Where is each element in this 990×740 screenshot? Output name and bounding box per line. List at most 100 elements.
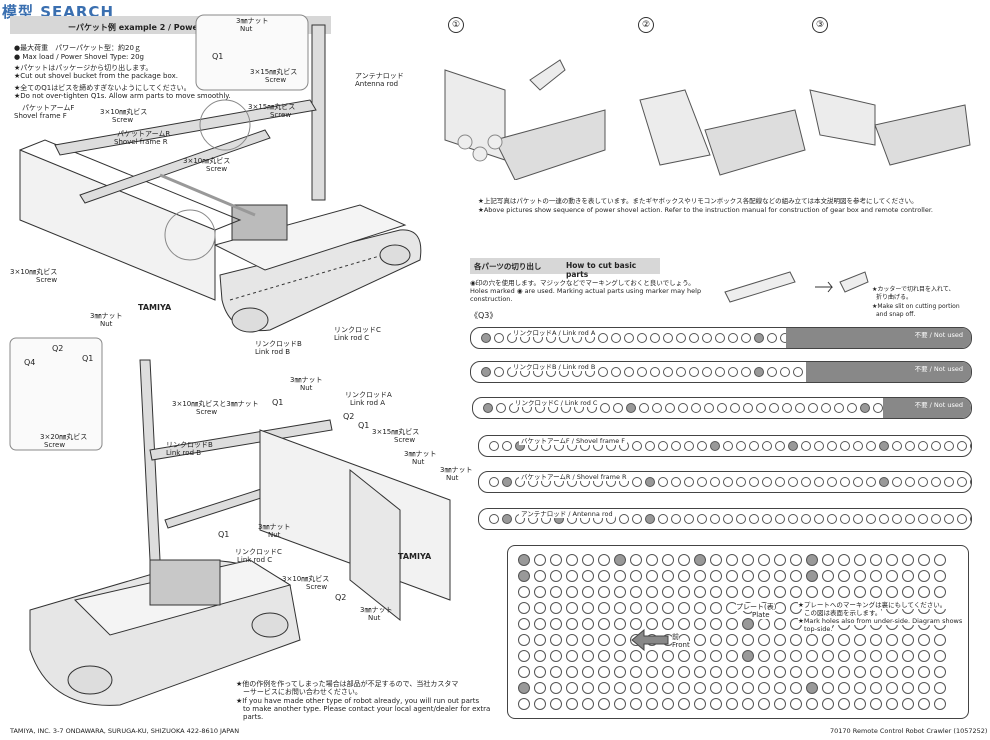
- spec-line: ● Max load / Power Shovel Type: 20g: [14, 53, 144, 61]
- rod-label: アンテナロッド / Antenna rod: [519, 509, 615, 518]
- hole: [624, 367, 634, 377]
- plate-hole: [742, 682, 754, 694]
- hole: [658, 441, 668, 451]
- linkB-label-en: Link rod B: [255, 348, 291, 356]
- hole: [827, 514, 837, 524]
- plate-hole: [886, 650, 898, 662]
- bucketF-label-jp: パケットアームF: [22, 104, 75, 112]
- plate-hole: [518, 698, 530, 710]
- plate-hole: [662, 586, 674, 598]
- hole: [801, 514, 811, 524]
- plate-hole: [758, 698, 770, 710]
- rod-antenna: アンテナロッド / Antenna rod: [478, 508, 972, 530]
- rod-label: バケットアームR / Shovel frame R: [519, 472, 629, 481]
- plate-hole: [550, 570, 562, 582]
- hole: [663, 367, 673, 377]
- plate-hole: [758, 554, 770, 566]
- plate-label-en: Plate: [752, 611, 770, 619]
- cut-note: Holes marked ◉ are used. Marking actual …: [470, 287, 702, 295]
- plate-hole: [710, 586, 722, 598]
- note-line: ★他の作例を作ってしまった場合は部品が不足するので、当社カスタマ: [236, 680, 459, 688]
- plate-hole: [854, 570, 866, 582]
- hole: [637, 333, 647, 343]
- hole: [710, 477, 720, 487]
- hole: [957, 514, 967, 524]
- step-photos: [444, 59, 971, 180]
- hole: [496, 403, 506, 413]
- plate-hole: [662, 682, 674, 694]
- plate-hole: [918, 698, 930, 710]
- plate-hole: [598, 554, 610, 566]
- plate-hole: [886, 666, 898, 678]
- linkC-b-jp: リンクロッドC: [235, 548, 282, 556]
- plate-hole: [630, 602, 642, 614]
- plate-hole: [710, 602, 722, 614]
- hole: [728, 367, 738, 377]
- plate-hole: [582, 650, 594, 662]
- inset-q4: Q4: [24, 358, 36, 367]
- plate-hole: [902, 682, 914, 694]
- unused-label: 不要 / Not used: [914, 331, 963, 339]
- screw10-b-en: Screw: [306, 583, 328, 591]
- nut-b2-en: Nut: [412, 458, 425, 466]
- plate-hole: [566, 698, 578, 710]
- plate-hole: [902, 650, 914, 662]
- hole: [502, 514, 512, 524]
- nut-b3-en: Nut: [446, 474, 459, 482]
- plate-note: ★Mark holes also from under-side. Diagra…: [798, 617, 963, 625]
- plate-hole: [678, 682, 690, 694]
- nut-label-jp: 3㎜ナット: [236, 17, 269, 25]
- linkB-b-en: Link rod B: [166, 449, 202, 457]
- hole: [676, 333, 686, 343]
- plate-hole: [918, 650, 930, 662]
- plate-hole: [854, 634, 866, 646]
- plate-hole: [854, 586, 866, 598]
- hole: [671, 514, 681, 524]
- q1-label: Q1: [212, 52, 224, 61]
- plate-hole: [630, 586, 642, 598]
- plate-hole: [934, 570, 946, 582]
- steps-note-en: ★Above pictures show sequence of power s…: [478, 206, 933, 214]
- plate-hole: [758, 666, 770, 678]
- screw10c-label-en: Screw: [36, 276, 58, 284]
- plate-hole: [822, 666, 834, 678]
- plate-hole: [838, 666, 850, 678]
- plate-note: この図は表面を示します。: [804, 609, 882, 617]
- hole: [970, 441, 971, 451]
- plate-hole: [614, 650, 626, 662]
- plate-hole: [550, 602, 562, 614]
- plate-hole: [694, 650, 706, 662]
- plate-hole: [582, 682, 594, 694]
- plate-hole: [646, 586, 658, 598]
- plate-hole: [886, 586, 898, 598]
- screw-label-en: Screw: [265, 76, 287, 84]
- plate-hole: [774, 666, 786, 678]
- note-line: to make another type. Please contact you…: [243, 705, 491, 713]
- plate-hole: [742, 698, 754, 710]
- hole: [808, 403, 818, 413]
- nut-label-en: Nut: [240, 25, 253, 33]
- plate-hole: [774, 634, 786, 646]
- footer-product: 70170 Remote Control Robot Crawler (1057…: [830, 727, 988, 735]
- hole: [736, 514, 746, 524]
- cut-tip-illustration: [724, 271, 869, 303]
- hole: [970, 514, 971, 524]
- plate-hole: [582, 602, 594, 614]
- spec-line: ★パケットはパッケージから切り出します。: [14, 64, 153, 72]
- hole: [957, 477, 967, 487]
- hole: [684, 441, 694, 451]
- rod-holes: [489, 477, 971, 487]
- plate-hole: [630, 650, 642, 662]
- hole: [691, 403, 701, 413]
- rod-unused: 不要 / Not used: [883, 398, 971, 418]
- hole: [866, 514, 876, 524]
- q3-label: 《Q3》: [470, 311, 498, 320]
- tamiya-logo-b: TAMIYA: [398, 552, 432, 561]
- note-line: ーサービスにお問い合わせください。: [243, 688, 362, 696]
- bucketR-label-jp: パケットアームR: [117, 130, 171, 138]
- nut-b4-jp: 3㎜ナット: [258, 523, 291, 531]
- plate-hole: [790, 650, 802, 662]
- hole: [489, 514, 499, 524]
- hole: [658, 477, 668, 487]
- hole: [704, 403, 714, 413]
